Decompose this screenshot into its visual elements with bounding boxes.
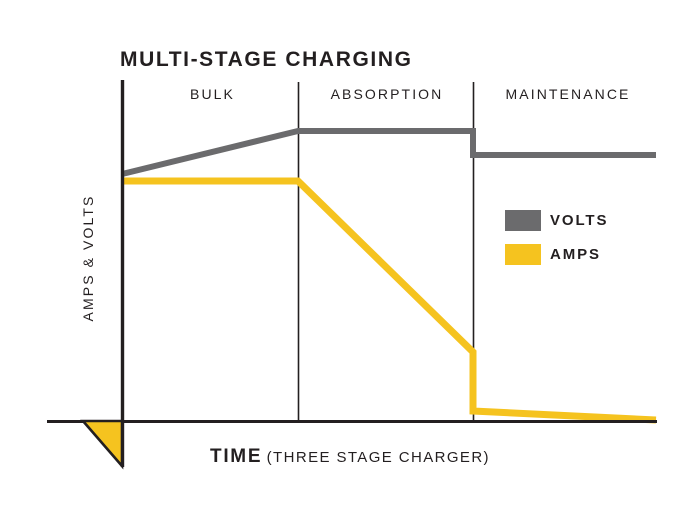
- x-axis-label-sub: (THREE STAGE CHARGER): [266, 449, 490, 466]
- series-line-volts: [121, 128, 656, 177]
- legend-swatch-volts: [505, 210, 541, 231]
- stage-label-maintenance: MAINTENANCE: [505, 86, 631, 102]
- y-axis-label: AMPS & VOLTS: [80, 194, 96, 322]
- stage-label-absorption: ABSORPTION: [330, 86, 444, 102]
- legend-label-volts: VOLTS: [550, 212, 609, 229]
- stage-label-bulk: BULK: [190, 86, 235, 102]
- chart-title: MULTI-STAGE CHARGING: [120, 48, 413, 71]
- origin-triangle-icon: [80, 419, 124, 470]
- legend-label-amps: AMPS: [550, 246, 601, 263]
- x-axis-label: TIME (THREE STAGE CHARGER): [0, 446, 700, 468]
- legend-swatch-amps: [505, 244, 541, 265]
- series-line-amps: [122, 177, 657, 424]
- x-axis-label-main: TIME: [210, 446, 263, 467]
